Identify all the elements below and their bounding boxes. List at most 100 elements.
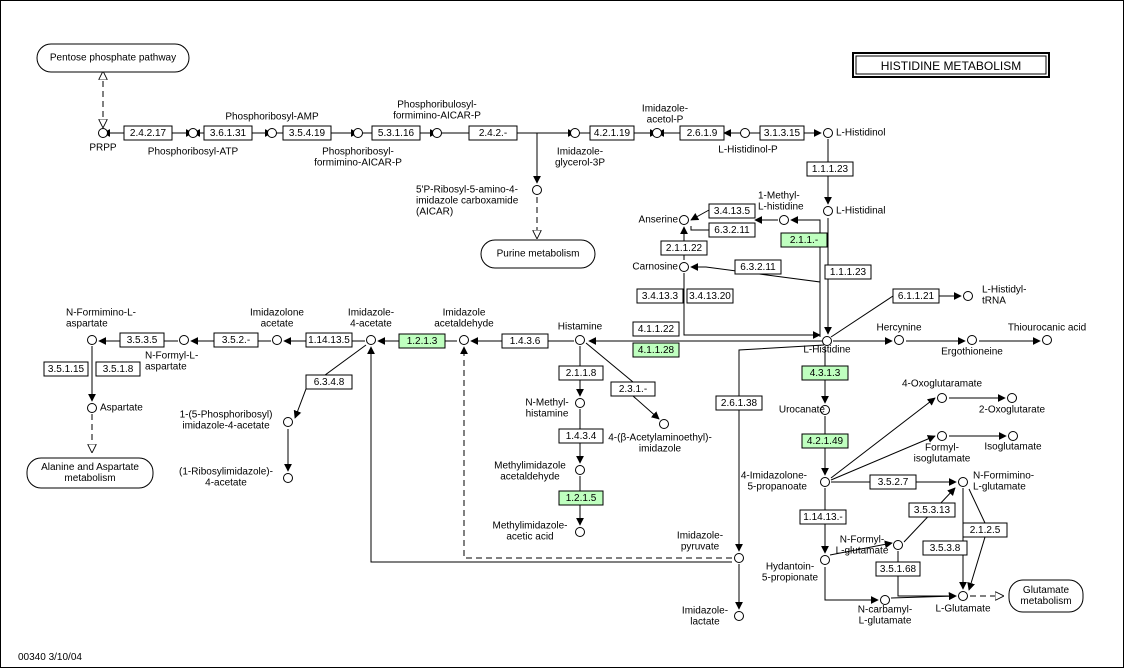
enzyme-2-1-1-22[interactable]: 2.1.1.22 (660, 240, 708, 256)
compound-n-formimino-l-aspartate[interactable]: N-Formimino-L-aspartate (66, 308, 136, 345)
enzyme-4-2-1-49[interactable]: 4.2.1.49 (801, 433, 849, 449)
compound-node[interactable] (575, 335, 585, 345)
compound-node[interactable] (272, 335, 282, 345)
compound-node[interactable] (937, 431, 947, 441)
compound-prpp[interactable]: PRPP (89, 128, 117, 154)
compound-node[interactable] (575, 527, 585, 537)
enzyme-6-1-1-21[interactable]: 6.1.1.21 (892, 288, 940, 304)
compound-node[interactable] (820, 555, 830, 565)
compound-2-oxoglutarate[interactable]: 2-Oxoglutarate (979, 393, 1046, 416)
enzyme-3-1-3-15[interactable]: 3.1.3.15 (759, 125, 805, 141)
map-purine-metabolism[interactable]: Purine metabolism (480, 239, 596, 269)
compound-node[interactable] (283, 473, 293, 483)
compound-node[interactable] (432, 128, 442, 138)
enzyme-5-3-1-16[interactable]: 5.3.1.16 (371, 125, 421, 141)
enzyme-1-1-1-23[interactable]: 1.1.1.23 (824, 264, 872, 280)
compound-carnosine[interactable]: Carnosine (632, 262, 689, 273)
compound-node[interactable] (570, 128, 580, 138)
compound-node[interactable] (823, 206, 833, 216)
enzyme-2-3-1[interactable]: 2.3.1.- (610, 381, 656, 397)
enzyme-2-1-2-5[interactable]: 2.1.2.5 (962, 522, 1008, 538)
compound-node[interactable] (1042, 335, 1052, 345)
compound-node[interactable] (575, 398, 585, 408)
compound-ergothioneine[interactable]: Ergothioneine (941, 335, 1003, 358)
compound-node[interactable] (353, 128, 363, 138)
compound-node[interactable] (283, 417, 293, 427)
compound-5-p-ribosyl-5-amino-4-imidazole-carboxamide-aicar[interactable]: 5'P-Ribosyl-5-amino-4-imidazole carboxam… (416, 185, 542, 218)
compound-isoglutamate[interactable]: Isoglutamate (984, 431, 1042, 453)
compound-1-methyl-l-histidine[interactable]: 1-Methyl-L-histidine (758, 191, 804, 225)
compound-node[interactable] (958, 477, 968, 487)
compound-node[interactable] (659, 419, 669, 429)
enzyme-3-6-1-31[interactable]: 3.6.1.31 (203, 125, 253, 141)
compound-node[interactable] (179, 335, 189, 345)
compound-histamine[interactable]: Histamine (558, 322, 603, 345)
enzyme-3-5-4-19[interactable]: 3.5.4.19 (282, 125, 332, 141)
compound-node[interactable] (820, 405, 830, 415)
compound-methylimidazole-acetic-acid[interactable]: Methylimidazole-acetic acid (492, 521, 585, 543)
enzyme-3-4-13-20[interactable]: 3.4.13.20 (686, 288, 734, 304)
compound-formyl-isoglutamate[interactable]: Formyl-isoglutamate (914, 431, 971, 465)
enzyme-3-5-1-15[interactable]: 3.5.1.15 (43, 361, 89, 377)
compound-node[interactable] (822, 336, 832, 346)
enzyme-3-5-1-8[interactable]: 3.5.1.8 (95, 361, 141, 377)
compound-4-oxoglutaramate[interactable]: 4-Oxoglutaramate (902, 379, 982, 403)
compound-imidazole-acetol-p[interactable]: Imidazole-acetol-P (642, 104, 688, 138)
enzyme-4-2-1-19[interactable]: 4.2.1.19 (589, 125, 635, 141)
enzyme-3-4-13-5[interactable]: 3.4.13.5 (708, 203, 756, 219)
enzyme-4-1-1-22[interactable]: 4.1.1.22 (632, 321, 680, 337)
enzyme-2-4-2[interactable]: 2.4.2.- (468, 125, 518, 141)
compound-node[interactable] (820, 477, 830, 487)
compound-node[interactable] (575, 465, 585, 475)
compound-hercynine[interactable]: Hercynine (876, 323, 922, 345)
enzyme-3-4-13-3[interactable]: 3.4.13.3 (636, 288, 684, 304)
compound-l-histidine[interactable]: L-Histidine (803, 336, 851, 356)
compound-imidazole-lactate[interactable]: Imidazole-lactate (682, 606, 744, 628)
compound-node[interactable] (188, 128, 198, 138)
enzyme-2-6-1-38[interactable]: 2.6.1.38 (715, 395, 763, 411)
compound-imidazole-glycerol-3p[interactable]: Imidazole-glycerol-3P (555, 128, 605, 169)
compound-l-histidyl-trna[interactable]: L-Histidyl-tRNA (963, 285, 1027, 307)
enzyme-6-3-2-11[interactable]: 6.3.2.11 (708, 222, 756, 238)
compound-n-formimino-l-glutamate[interactable]: N-Formimino-L-glutamate (958, 471, 1035, 493)
compound-imidazole-pyruvate[interactable]: Imidazole-pyruvate (677, 531, 744, 563)
compound-node[interactable] (267, 128, 277, 138)
compound-phosphoribulosyl-formimino-aicar-p[interactable]: Phosphoribulosyl-formimino-AICAR-P (393, 100, 481, 138)
compound-phosphoribosyl-formimino-aicar-p[interactable]: Phosphoribosyl-formimino-AICAR-P (314, 128, 402, 169)
compound-node[interactable] (87, 335, 97, 345)
compound-thiourocanic-acid[interactable]: Thiourocanic acid (1008, 323, 1086, 345)
compound-hydantoin-5-propionate[interactable]: Hydantoin-5-propionate (762, 555, 830, 584)
compound-node[interactable] (958, 591, 968, 601)
enzyme-2-6-1-9[interactable]: 2.6.1.9 (679, 125, 725, 141)
compound-node[interactable] (679, 215, 689, 225)
compound-node[interactable] (740, 128, 750, 138)
compound-l-histidinol-p[interactable]: L-Histidinol-P (718, 128, 778, 156)
compound-node[interactable] (967, 335, 977, 345)
compound-node[interactable] (734, 553, 744, 563)
compound-node[interactable] (734, 611, 744, 621)
compound-node[interactable] (823, 128, 833, 138)
enzyme-6-3-2-11[interactable]: 6.3.2.11 (734, 259, 782, 275)
enzyme-3-5-2-7[interactable]: 3.5.2.7 (869, 474, 917, 490)
enzyme-3-5-3-8[interactable]: 3.5.3.8 (922, 540, 968, 556)
enzyme-4-1-1-28[interactable]: 4.1.1.28 (632, 342, 680, 358)
compound-node[interactable] (894, 335, 904, 345)
compound-1-ribosylimidazole-4-acetate[interactable]: (1-Ribosylimidazole)-4-acetate (179, 467, 293, 489)
compound-n-formyl-l-aspartate[interactable]: N-Formyl-L-aspartate (145, 335, 198, 373)
compound-4-imidazolone-5-propanoate[interactable]: 4-Imidazolone-5-propanoate (741, 471, 830, 493)
map-pentose-phosphate-pathway[interactable]: Pentose phosphate pathway (36, 43, 190, 73)
enzyme-2-4-2-17[interactable]: 2.4.2.17 (123, 125, 173, 141)
compound-phosphoribosyl-atp[interactable]: Phosphoribosyl-ATP (148, 128, 239, 158)
enzyme-1-14-13-5[interactable]: 1.14.13.5 (305, 332, 353, 348)
enzyme-3-5-3-13[interactable]: 3.5.3.13 (908, 502, 956, 518)
compound-l-histidinol[interactable]: L-Histidinol (823, 128, 886, 139)
enzyme-3-5-2[interactable]: 3.5.2.- (213, 332, 259, 348)
compound-l-histidinal[interactable]: L-Histidinal (823, 206, 886, 217)
compound-urocanate[interactable]: Urocanate (779, 405, 830, 416)
compound-node[interactable] (652, 128, 662, 138)
compound-node[interactable] (779, 215, 789, 225)
